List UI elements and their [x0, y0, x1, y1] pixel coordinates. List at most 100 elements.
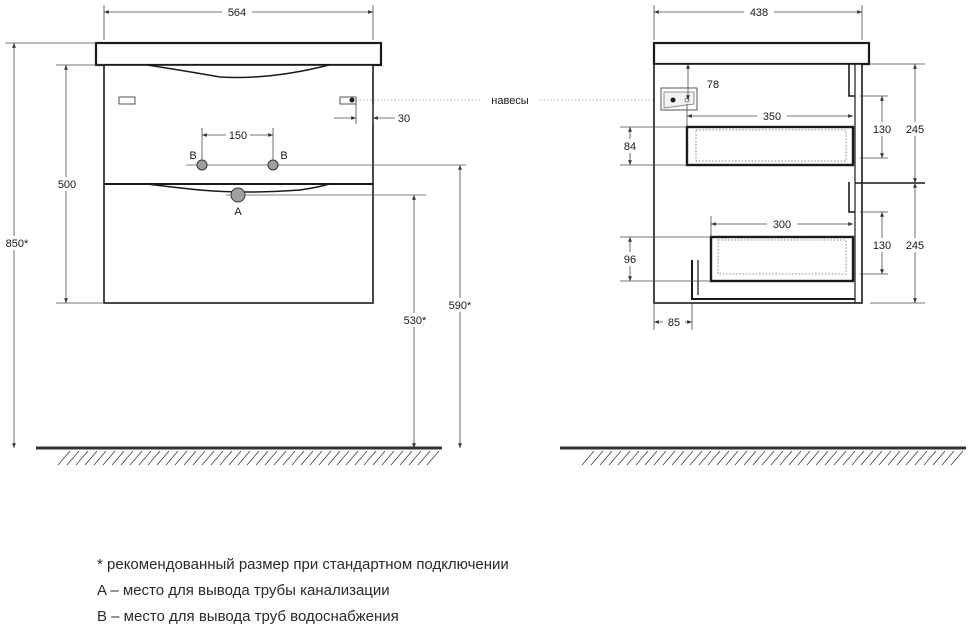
floor-hatch-line — [635, 450, 649, 466]
floor-hatch-line — [210, 450, 224, 466]
floor-hatch-line — [345, 450, 359, 466]
floor-hatch-line — [815, 450, 829, 466]
front-handle-top — [146, 64, 330, 79]
floor-hatch-line — [84, 450, 98, 466]
floor-hatch-line — [363, 450, 377, 466]
floor-hatch-line — [860, 450, 874, 466]
floor-hatch-line — [336, 450, 350, 466]
floor-hatch-line — [662, 450, 676, 466]
floor-hatch-line — [581, 450, 595, 466]
legend-b: B – место для вывода труб водоснабжения — [97, 608, 399, 625]
floor-hatch-line — [689, 450, 703, 466]
floor-hatch-line — [381, 450, 395, 466]
dim-lower-section-label: 245 — [906, 240, 924, 252]
floor-hatch-line — [165, 450, 179, 466]
floor-hatch-line — [950, 450, 964, 466]
floor-hatch-line — [183, 450, 197, 466]
front-hanger-right — [339, 96, 357, 105]
lower-drawer-inner — [717, 239, 847, 275]
dim-depth-label: 438 — [750, 7, 768, 19]
dim-bottom-offset-label: 85 — [668, 317, 680, 329]
dim-pipe-spacing-label: 150 — [229, 130, 247, 142]
floor-hatch-line — [399, 450, 413, 466]
floor-hatch-line — [291, 450, 305, 466]
floor-hatch-line — [644, 450, 658, 466]
floor-hatch-line — [75, 450, 89, 466]
floor-hatch-line — [707, 450, 721, 466]
floor-hatch-line — [788, 450, 802, 466]
dim-lower-box-height-label: 130 — [873, 240, 891, 252]
floor-hatch-line — [842, 450, 856, 466]
legend-a: A – место для вывода трубы канализации — [97, 582, 390, 599]
dim-body-height-label: 500 — [58, 179, 76, 191]
floor-hatch-line — [327, 450, 341, 466]
floor-hatch-line — [309, 450, 323, 466]
floor-hatch-line — [617, 450, 631, 466]
front-dimension-labels: 564 850* 500 150 30 530* 590* B B A — [1, 5, 475, 327]
front-countertop — [94, 41, 383, 67]
floor-hatch-line — [174, 450, 188, 466]
drain-outlet — [230, 187, 246, 203]
dim-lower-drawer-height-label: 96 — [624, 254, 636, 266]
floor-hatch-line — [372, 450, 386, 466]
floor-hatch-line — [138, 450, 152, 466]
floor-hatch-line — [417, 450, 431, 466]
floor-hatch-line — [725, 450, 739, 466]
floor-hatch-line — [66, 450, 80, 466]
dim-lower-drawer-depth-label: 300 — [773, 219, 791, 231]
floor-hatch-line — [354, 450, 368, 466]
floor-hatch-line — [797, 450, 811, 466]
floor-hatch-line — [129, 450, 143, 466]
floor-side — [560, 446, 966, 466]
legend: * рекомендованный размер при стандартном… — [97, 552, 857, 630]
floor-hatch-line — [824, 450, 838, 466]
lower-drawer-box — [709, 235, 855, 283]
floor-hatch-line — [300, 450, 314, 466]
floor-hatch-line — [923, 450, 937, 466]
floor-hatch-line — [57, 450, 71, 466]
upper-drawer-box — [685, 125, 855, 167]
dim-outlet-height-label: 530* — [404, 315, 427, 327]
side-dimension-labels: 438 78 350 84 130 245 300 96 130 245 85 — [618, 5, 930, 329]
hangers-label: навесы — [491, 95, 529, 107]
dim-upper-section-label: 245 — [906, 124, 924, 136]
side-plinth — [691, 260, 855, 300]
front-handle-bottom — [146, 183, 330, 193]
floor-hatch-line — [590, 450, 604, 466]
technical-drawing: 564 850* 500 150 30 530* 590* B B A наве… — [1, 5, 966, 466]
floor-hatch-line — [147, 450, 161, 466]
floor-hatch-line — [887, 450, 901, 466]
floor-hatch-line — [93, 450, 107, 466]
side-view — [652, 41, 925, 304]
dim-upper-box-height-label: 130 — [873, 124, 891, 136]
upper-drawer-inner — [695, 129, 847, 162]
floor-hatch-line — [932, 450, 946, 466]
floor-hatch-line — [779, 450, 793, 466]
floor-hatch-line — [273, 450, 287, 466]
hanger-point — [349, 97, 355, 103]
floor-hatch-line — [833, 450, 847, 466]
floor-hatch-line — [408, 450, 422, 466]
floor-hatch-line — [228, 450, 242, 466]
label-outlet: A — [234, 206, 242, 218]
hangers-leader: навесы — [356, 95, 664, 107]
legend-note: * рекомендованный размер при стандартном… — [97, 556, 509, 573]
floor-hatch-line — [264, 450, 278, 466]
floor-hatch-line — [318, 450, 332, 466]
side-front-upper — [848, 64, 855, 97]
floor-hatch-line — [626, 450, 640, 466]
floor-hatch-line — [896, 450, 910, 466]
floor-hatch-line — [878, 450, 892, 466]
floor-hatch-line — [426, 450, 440, 466]
supply-pipe-left — [196, 159, 208, 171]
dim-total-height-label: 850* — [6, 238, 29, 250]
dim-hanger-drop-label: 78 — [707, 79, 719, 91]
floor-hatch-line — [869, 450, 883, 466]
floor-hatch-line — [851, 450, 865, 466]
floor-hatch-line — [608, 450, 622, 466]
floor-hatch-line — [761, 450, 775, 466]
dim-upper-drawer-depth-label: 350 — [763, 111, 781, 123]
floor-hatch-line — [156, 450, 170, 466]
floor-hatch-line — [192, 450, 206, 466]
floor-hatch-line — [743, 450, 757, 466]
